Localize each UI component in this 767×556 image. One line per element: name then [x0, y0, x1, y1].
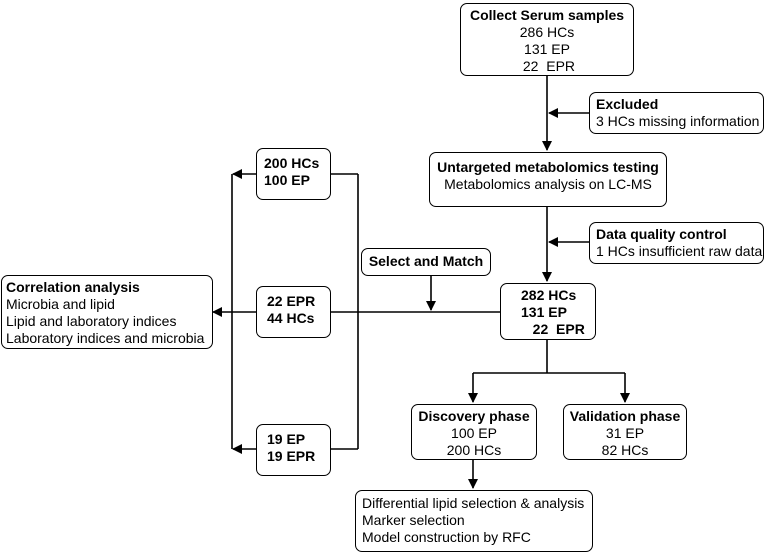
- excluded-text: 3 HCs missing information: [596, 113, 760, 129]
- discovery-phase-box: Discovery phase 100 EP 200 HCs: [411, 404, 537, 460]
- correlation-title: Correlation analysis: [6, 279, 140, 295]
- untargeted-title: Untargeted metabolomics testing: [437, 159, 659, 175]
- validation-phase-box: Validation phase 31 EP 82 HCs: [563, 404, 687, 460]
- merged-line-3: 22 EPR: [521, 321, 585, 337]
- collect-line-1: 286 HCs: [519, 24, 575, 40]
- correlation-line-2: Lipid and laboratory indices: [6, 313, 177, 329]
- group-c-line-1: 19 EP: [267, 431, 306, 447]
- select-title: Select and Match: [368, 253, 484, 269]
- analysis-line-2: Marker selection: [362, 512, 465, 528]
- merged-line-1: 282 HCs: [521, 287, 577, 303]
- discovery-title: Discovery phase: [418, 408, 530, 424]
- select-and-match-box: Select and Match: [361, 248, 491, 276]
- validation-line-2: 82 HCs: [601, 442, 649, 458]
- collect-title: Collect Serum samples: [469, 7, 625, 23]
- group-c-box: 19 EP 19 EPR: [256, 424, 331, 476]
- untargeted-text: Metabolomics analysis on LC-MS: [444, 176, 652, 192]
- lipid-analysis-box: Differential lipid selection & analysis …: [355, 490, 593, 552]
- validation-line-1: 31 EP: [605, 425, 645, 441]
- group-a-box: 200 HCs 100 EP: [256, 148, 331, 200]
- merged-line-2: 131 EP: [521, 304, 567, 320]
- collect-line-2: 131 EP: [524, 41, 570, 57]
- analysis-line-1: Differential lipid selection & analysis: [362, 495, 585, 511]
- analysis-line-3: Model construction by RFC: [362, 529, 531, 545]
- excluded-title: Excluded: [596, 96, 659, 112]
- dqc-text: 1 HCs insufficient raw data: [596, 243, 763, 259]
- discovery-line-1: 100 EP: [451, 425, 497, 441]
- discovery-line-2: 200 HCs: [446, 442, 502, 458]
- data-quality-control-box: Data quality control 1 HCs insufficient …: [589, 222, 764, 264]
- validation-title: Validation phase: [569, 408, 681, 424]
- correlation-line-3: Laboratory indices and microbia: [6, 330, 205, 346]
- correlation-line-1: Microbia and lipid: [6, 296, 115, 312]
- collect-line-3: 22 EPR: [518, 58, 576, 74]
- untargeted-metabolomics-box: Untargeted metabolomics testing Metabolo…: [429, 152, 667, 207]
- excluded-box: Excluded 3 HCs missing information: [589, 92, 764, 134]
- group-b-box: 22 EPR 44 HCs: [256, 286, 331, 338]
- merged-counts-box: 282 HCs 131 EP 22 EPR: [500, 283, 596, 340]
- group-a-line-2: 100 EP: [264, 172, 310, 188]
- group-b-line-2: 44 HCs: [267, 310, 315, 326]
- collect-serum-box: Collect Serum samples 286 HCs 131 EP 22 …: [460, 3, 634, 76]
- group-c-line-2: 19 EPR: [267, 448, 316, 464]
- group-a-line-1: 200 HCs: [264, 155, 320, 171]
- correlation-analysis-box: Correlation analysis Microbia and lipid …: [1, 275, 213, 349]
- dqc-title: Data quality control: [596, 226, 727, 242]
- group-b-line-1: 22 EPR: [267, 293, 316, 309]
